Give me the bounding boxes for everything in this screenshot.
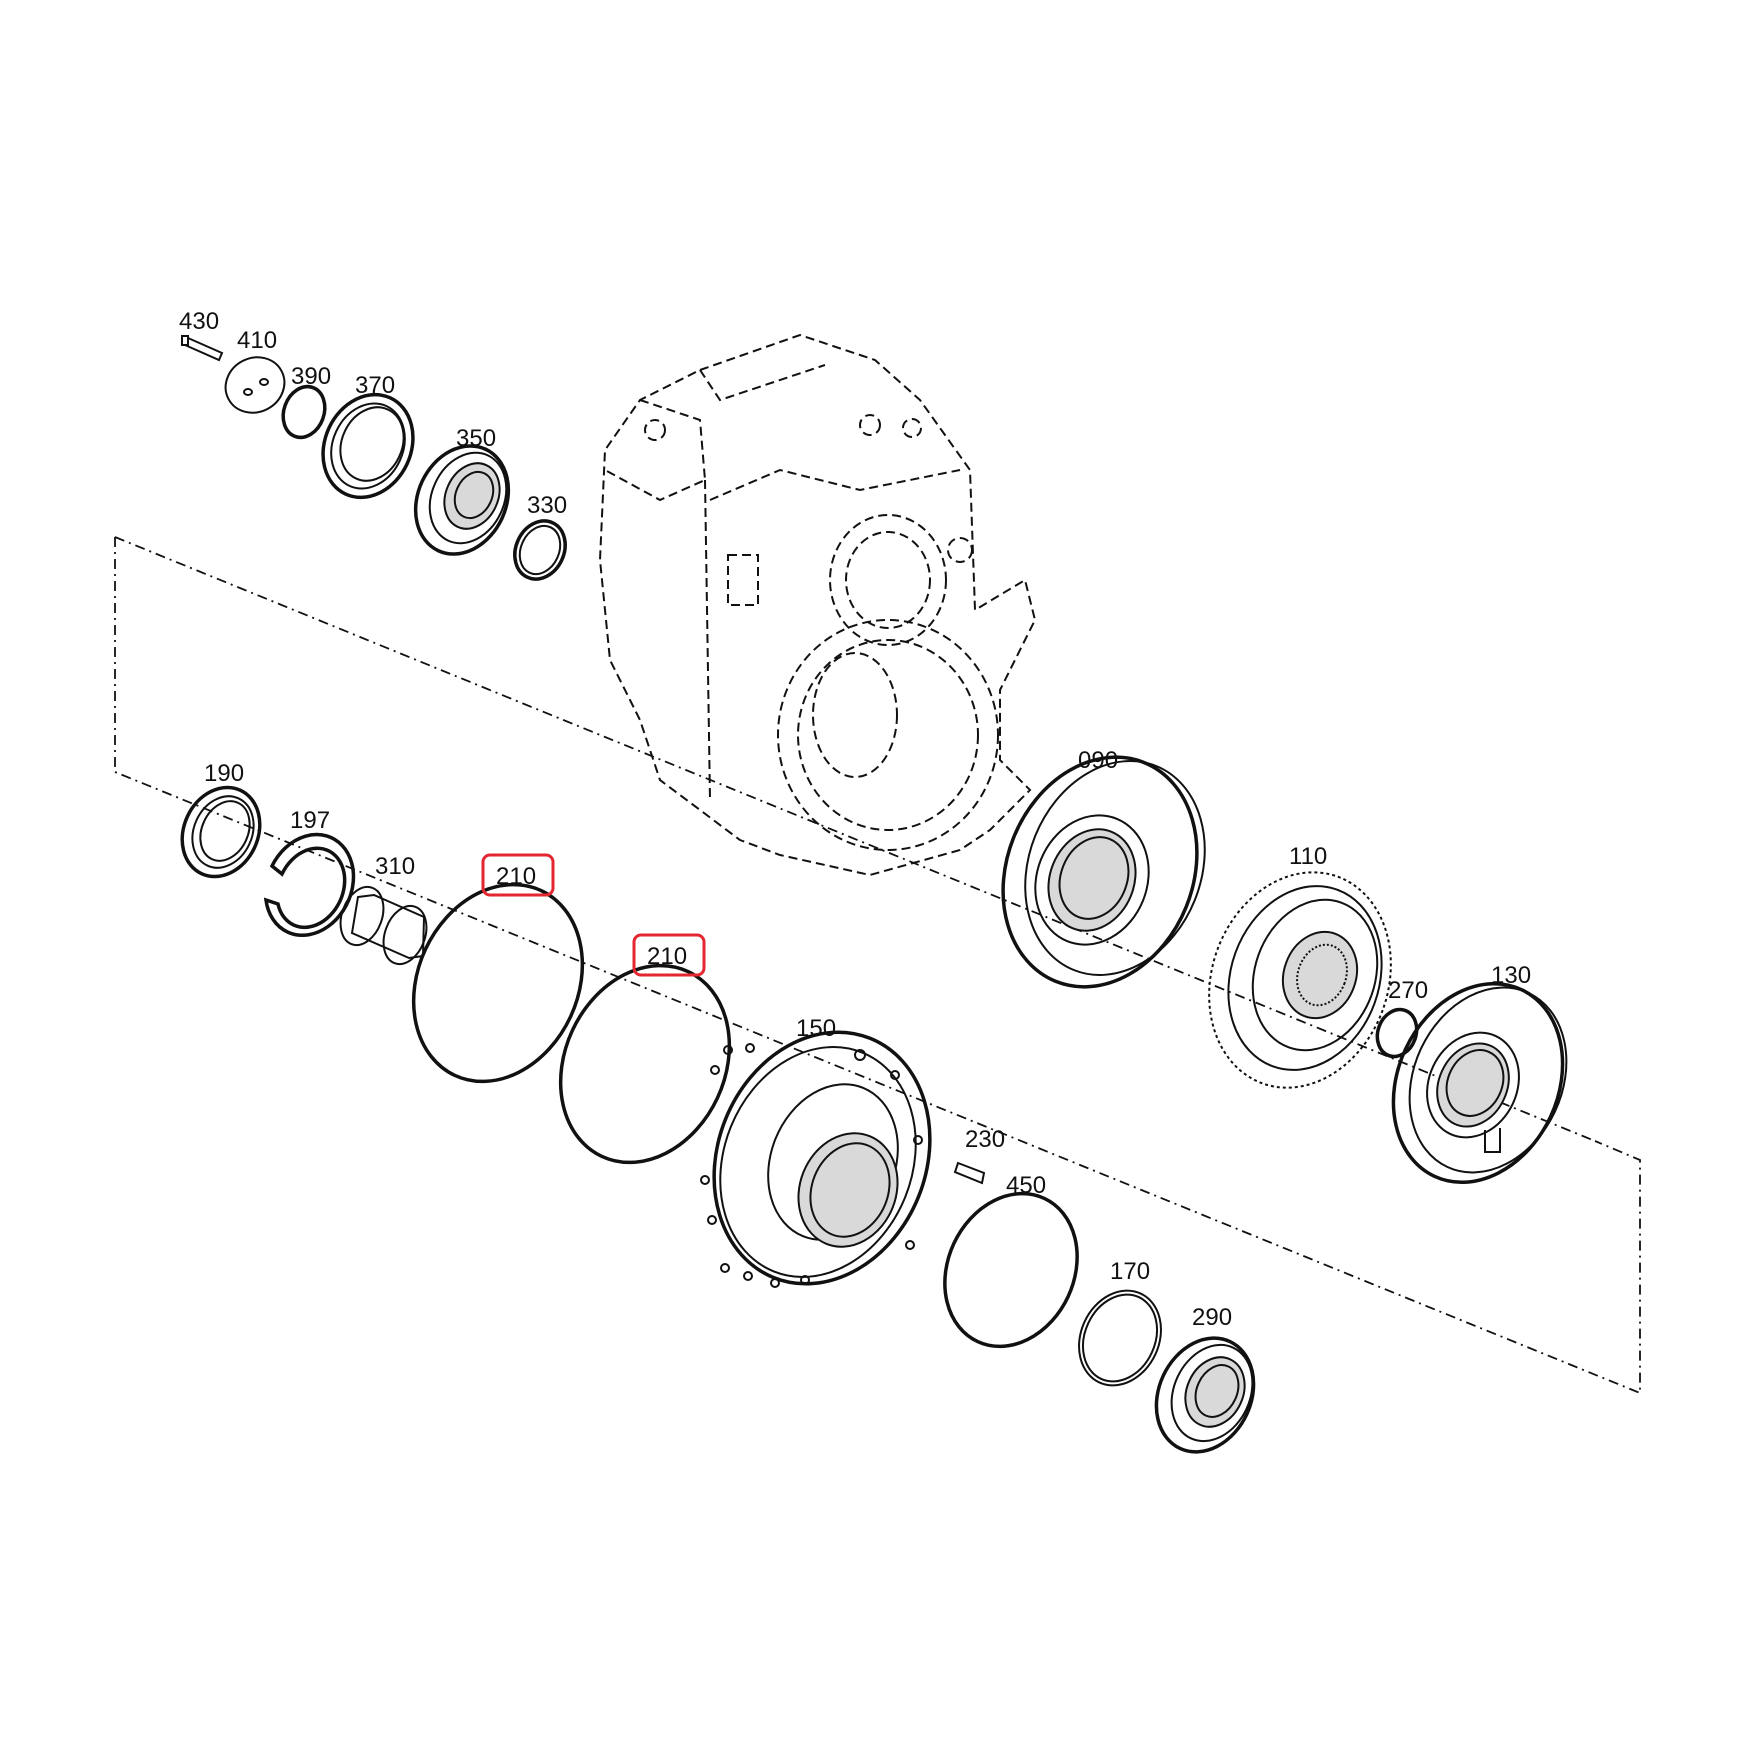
label-110[interactable]: 110 [1289, 843, 1327, 870]
label-190[interactable]: 190 [204, 760, 244, 787]
part-230-pin[interactable] [953, 1161, 986, 1185]
label-450[interactable]: 450 [1006, 1172, 1046, 1199]
part-450-o-ring[interactable] [921, 1172, 1102, 1368]
part-210-o-ring-a[interactable] [382, 857, 613, 1110]
part-110-gear[interactable] [1180, 847, 1421, 1114]
label-090[interactable]: 090 [1078, 747, 1118, 774]
part-410-cover-plate[interactable] [216, 347, 294, 423]
label-330[interactable]: 330 [527, 492, 567, 519]
label-170[interactable]: 170 [1110, 1258, 1150, 1285]
part-290-bearing[interactable] [1138, 1322, 1271, 1468]
part-350-bearing[interactable] [398, 431, 525, 570]
label-270[interactable]: 270 [1388, 977, 1428, 1004]
part-170-ring[interactable] [1064, 1277, 1176, 1399]
highlight-box-210-b [632, 933, 706, 977]
label-370[interactable]: 370 [355, 372, 395, 399]
part-150-carrier-flange[interactable] [677, 999, 967, 1316]
part-430-bolt[interactable] [181, 335, 224, 362]
part-210-o-ring-b[interactable] [529, 938, 760, 1191]
label-430[interactable]: 430 [179, 308, 219, 335]
label-197[interactable]: 197 [290, 807, 330, 834]
part-130-plate[interactable] [1362, 956, 1596, 1210]
label-290[interactable]: 290 [1192, 1304, 1232, 1331]
part-330-ring[interactable] [506, 513, 575, 588]
highlight-box-210-a [481, 853, 555, 897]
assembly-boundary [114, 536, 1641, 1395]
label-130[interactable]: 130 [1491, 962, 1531, 989]
part-310-sleeve[interactable] [333, 881, 434, 970]
label-150[interactable]: 150 [796, 1015, 836, 1042]
part-197-snap-ring[interactable] [263, 832, 356, 938]
part-370-seal[interactable] [307, 380, 430, 512]
part-390-ring[interactable] [276, 381, 331, 444]
label-310[interactable]: 310 [375, 853, 415, 880]
part-270-ring[interactable] [1371, 1004, 1423, 1062]
label-390[interactable]: 390 [291, 363, 331, 390]
label-350[interactable]: 350 [456, 425, 496, 452]
part-190-seal-ring[interactable] [168, 775, 274, 890]
label-230[interactable]: 230 [965, 1126, 1005, 1153]
transmission-housing [598, 333, 1037, 877]
label-410[interactable]: 410 [237, 327, 277, 354]
label-210-a[interactable]: 210 [496, 863, 536, 890]
part-090-housing[interactable] [970, 728, 1236, 1016]
label-210-b[interactable]: 210 [647, 943, 687, 970]
